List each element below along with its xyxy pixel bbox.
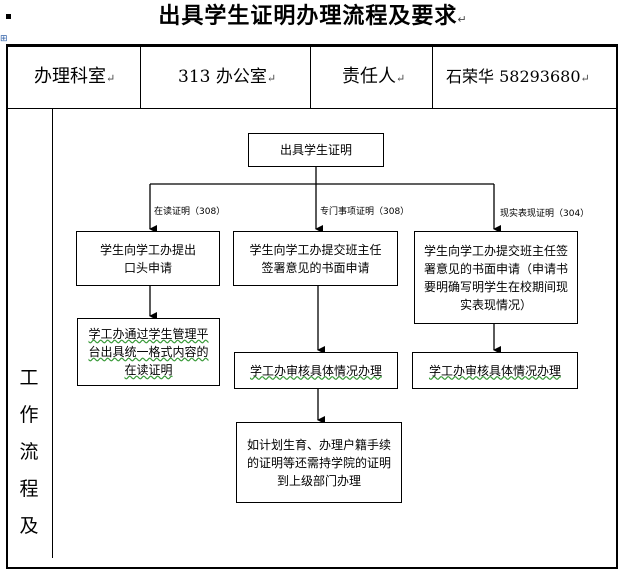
page-title: 出具学生证明办理流程及要求↵ <box>158 4 468 29</box>
branch2-step1-box: 学生向学工办提交班主任签署意见的书面申请 <box>233 231 398 286</box>
branch2-step3-box: 如计划生育、办理户籍手续的证明等还需持学院的证明到上级部门办理 <box>236 422 402 503</box>
person-label: 责任人↵ <box>342 66 406 87</box>
info-row: 办理科室↵ 313 办公室↵ 责任人↵ 石荣华 58293680↵ <box>6 47 616 109</box>
column-divider <box>52 108 53 558</box>
cell-divider <box>140 47 141 109</box>
table-anchor-icon: ⊞ <box>0 34 8 44</box>
bullet-marker <box>6 14 11 19</box>
branch-label-3: 现实表现证明（304） <box>500 209 590 219</box>
cell-divider <box>432 47 433 109</box>
branch-label-1: 在读证明（308） <box>154 207 226 217</box>
branch2-step2-box: 学工办审核具体情况办理 <box>234 352 398 389</box>
branch3-step2-box: 学工办审核具体情况办理 <box>412 352 578 389</box>
flow-connectors <box>149 167 501 424</box>
side-label-char: 流 <box>19 441 39 463</box>
branch-label-2: 专门事项证明（308） <box>320 207 410 217</box>
dept-value: 313 办公室↵ <box>178 67 277 87</box>
dept-label: 办理科室↵ <box>34 66 116 87</box>
side-label-char: 工 <box>19 367 39 389</box>
person-value: 石荣华 58293680↵ <box>446 67 590 86</box>
side-label-char: 及 <box>19 515 39 537</box>
side-label: 工 作 流 程 及 <box>14 360 44 545</box>
row-divider <box>6 108 616 109</box>
branch1-step2-box: 学工办通过学生管理平台出具统一格式内容的在读证明 <box>77 318 220 386</box>
branch1-step1-box: 学生向学工办提出口头申请 <box>76 231 220 286</box>
side-label-char: 程 <box>19 478 39 500</box>
side-label-char: 作 <box>19 404 39 426</box>
branch3-step1-box: 学生向学工办提交班主任签署意见的书面申请（申请书要明确写明学生在校期间现实表现情… <box>414 231 578 324</box>
cell-divider <box>310 47 311 109</box>
start-box: 出具学生证明 <box>248 133 384 167</box>
